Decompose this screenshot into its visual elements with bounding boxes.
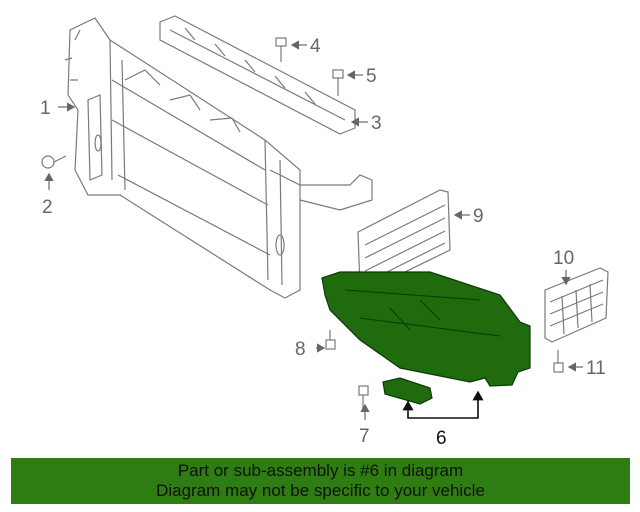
info-banner: Part or sub-assembly is #6 in diagram Di… [11, 458, 630, 504]
callout-9: 9 [473, 206, 484, 227]
bolt-part-5 [332, 69, 344, 96]
bolt-part-4 [275, 37, 287, 62]
bolt-part-11 [553, 350, 564, 373]
callout-5: 5 [366, 66, 377, 87]
banner-line-1: Part or sub-assembly is #6 in diagram [177, 461, 464, 480]
side-bracket [544, 267, 609, 343]
upper-support-bar [159, 15, 356, 135]
callout-11: 11 [586, 358, 606, 379]
radiator-support-frame [64, 17, 373, 299]
bolt-part-7 [358, 385, 369, 412]
callout-8: 8 [295, 339, 306, 360]
callout-6: 6 [436, 428, 447, 449]
leader-line-part-6 [402, 390, 484, 419]
bolt-part-2 [41, 155, 67, 169]
callout-7: 7 [359, 426, 370, 447]
callout-10: 10 [553, 248, 574, 269]
bolt-part-8 [325, 330, 336, 350]
callout-2: 2 [42, 197, 53, 218]
banner-line-2: Diagram may not be specific to your vehi… [156, 481, 485, 500]
callout-4: 4 [310, 36, 321, 57]
leader-lines [44, 40, 583, 420]
callout-1: 1 [40, 98, 51, 119]
callout-3: 3 [371, 113, 382, 134]
under-cover-highlight [321, 271, 531, 405]
